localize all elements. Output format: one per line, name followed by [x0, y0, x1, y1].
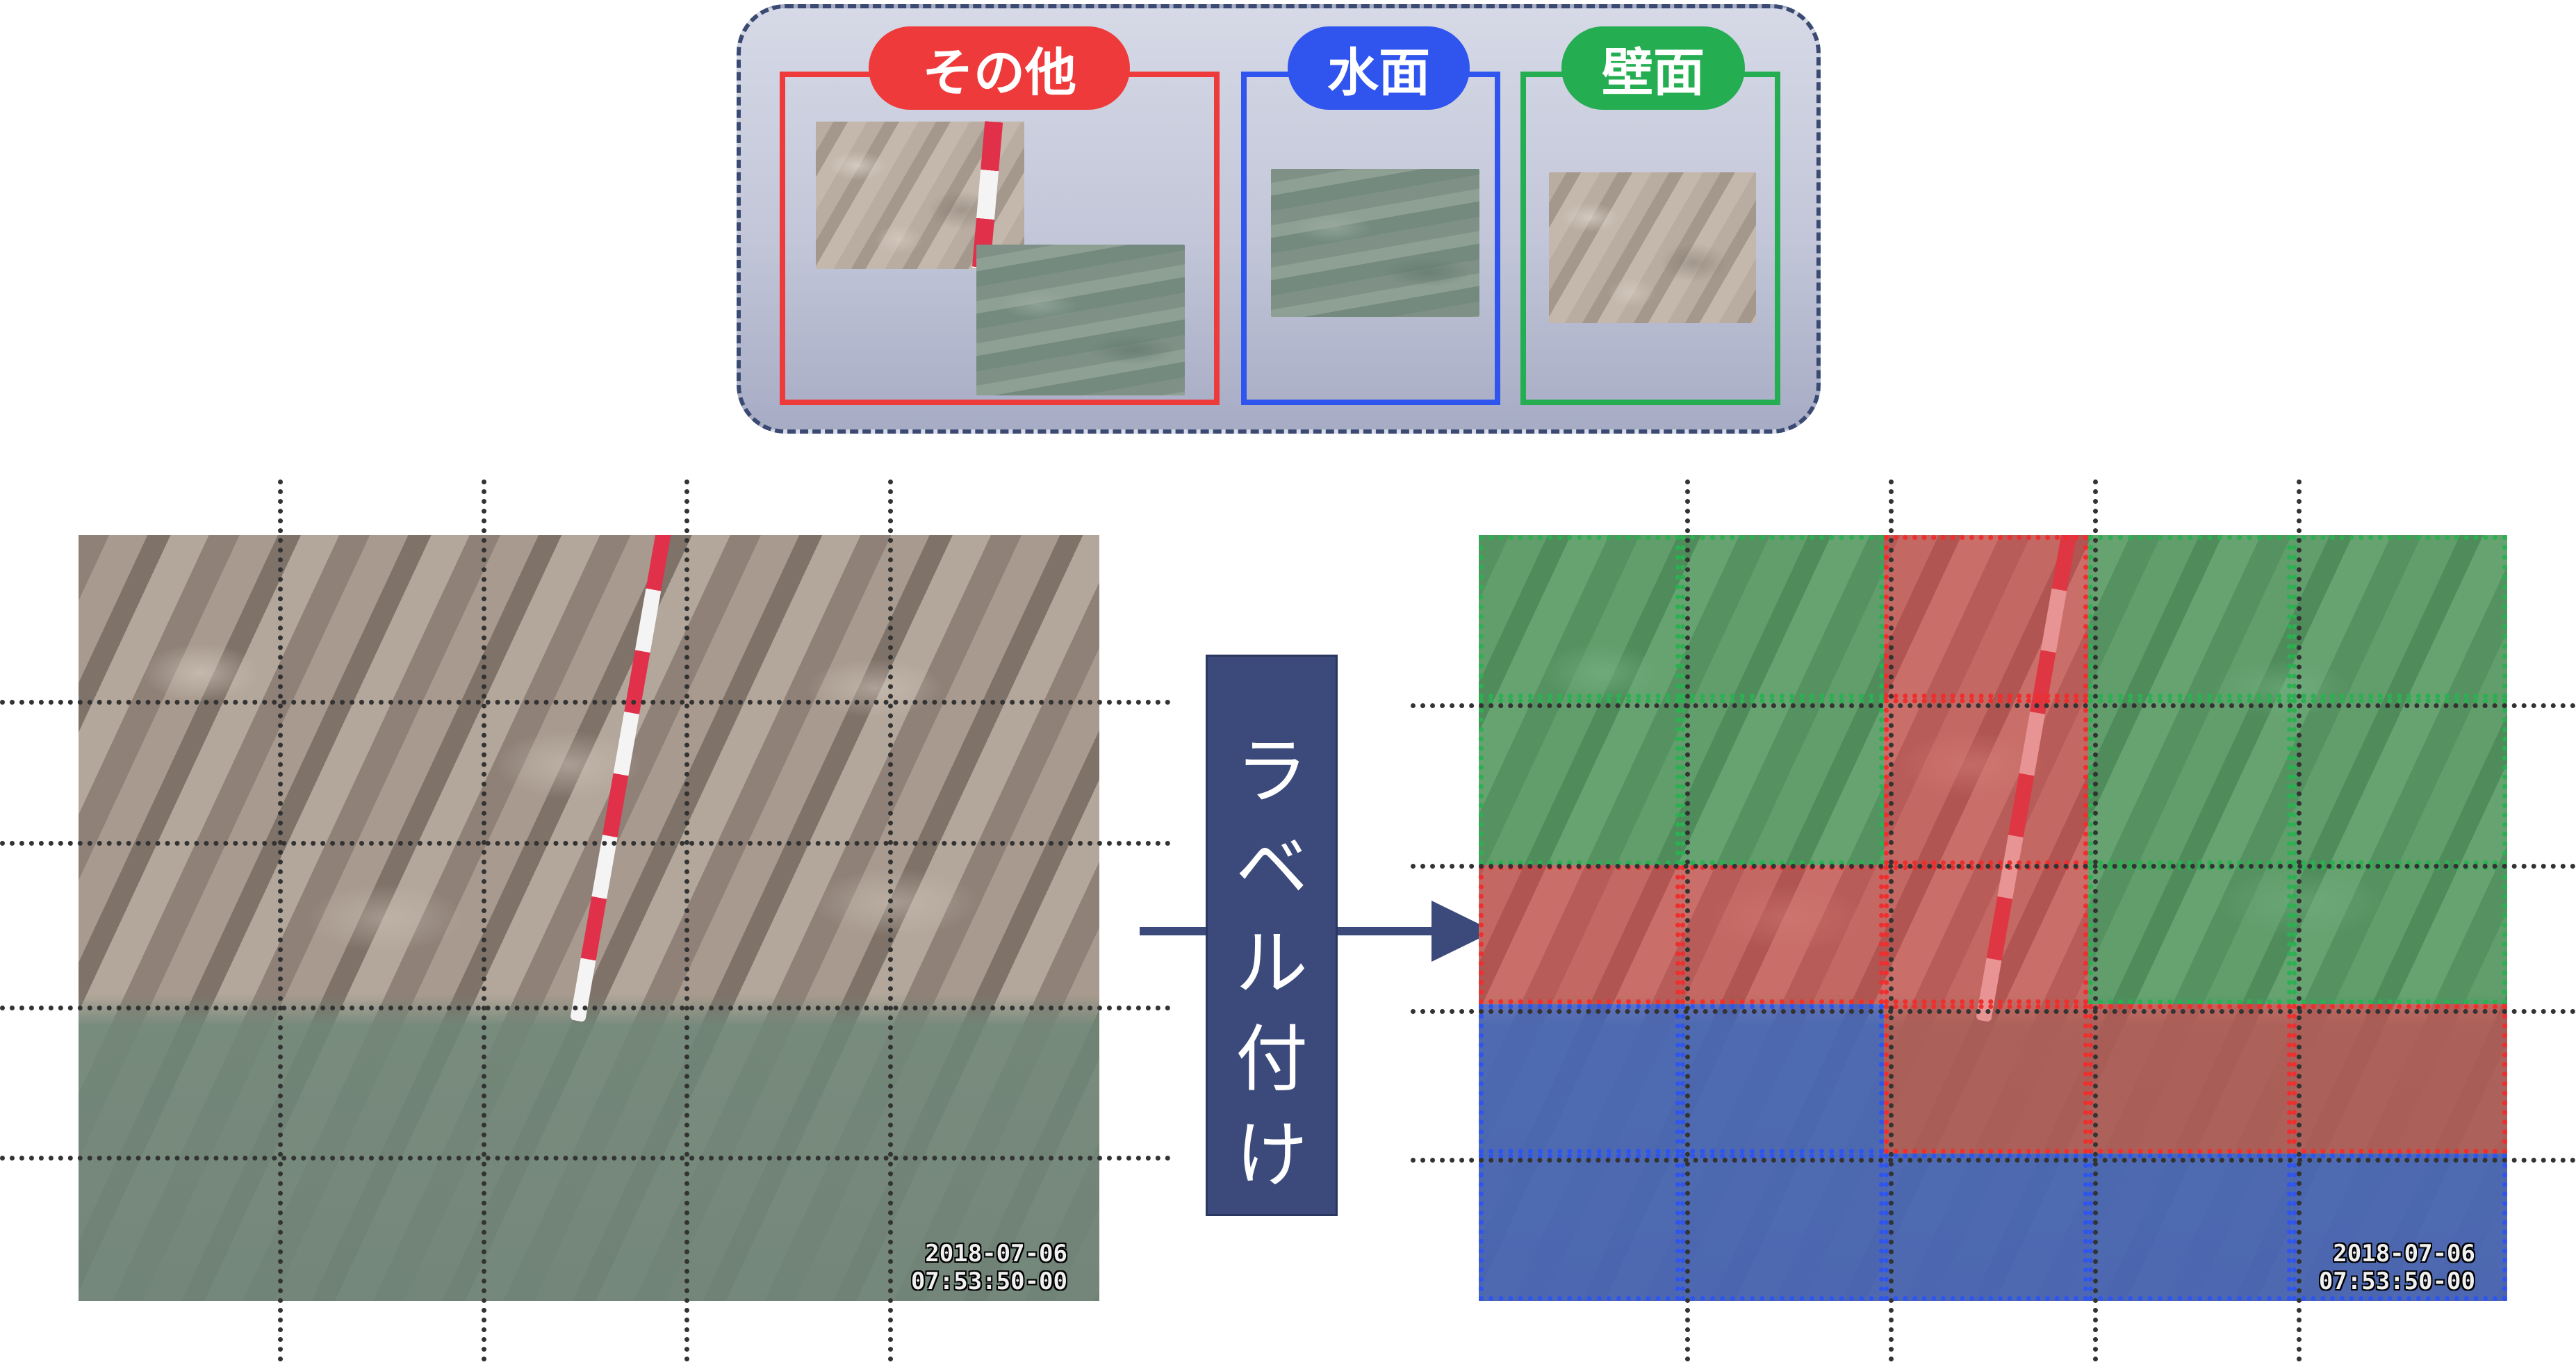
label-char: ル — [1235, 921, 1308, 1006]
label-cell-water — [2088, 1154, 2292, 1301]
label-cell-other — [1680, 865, 1884, 1004]
grid-hline — [0, 1156, 1171, 1161]
grid-vline — [684, 479, 689, 1362]
grid-hline — [0, 841, 1171, 846]
label-char: ラ — [1235, 729, 1308, 814]
grid-hline — [1411, 703, 2576, 708]
grid-hline — [1411, 1009, 2576, 1014]
label-char: け — [1235, 1113, 1308, 1197]
label-cell-water — [1479, 1004, 1680, 1154]
grid-vline — [1685, 479, 1690, 1362]
grid-vline — [2297, 479, 2302, 1362]
label-cell-wall — [1479, 698, 1680, 865]
grid-vline — [2093, 479, 2098, 1362]
original-photo: 2018-07-06 07:53:50-00 — [79, 535, 1099, 1301]
label-cell-wall — [2292, 865, 2507, 1004]
grid-vline — [482, 479, 486, 1362]
legend-sample-other-water — [976, 245, 1185, 395]
grid-vline — [1889, 479, 1894, 1362]
photo-timestamp: 2018-07-06 07:53:50-00 — [2319, 1240, 2475, 1295]
label-cell-wall — [2292, 535, 2507, 698]
label-cell-wall — [1680, 698, 1884, 865]
legend-sample-water — [1271, 169, 1479, 317]
label-char: ベ — [1235, 825, 1308, 910]
label-char: 付 — [1235, 1017, 1308, 1101]
grid-hline — [1411, 864, 2576, 869]
legend-label-wall: 壁面 — [1561, 26, 1745, 110]
label-cell-other — [1479, 865, 1680, 1004]
timestamp-time: 07:53:50-00 — [2318, 1268, 2475, 1295]
label-cell-other — [2292, 1004, 2507, 1154]
label-cell-wall — [2088, 535, 2292, 698]
label-cell-wall — [2292, 698, 2507, 865]
label-cell-other — [1884, 865, 2088, 1004]
grid-vline — [278, 479, 283, 1362]
label-cell-water — [2292, 1154, 2507, 1301]
label-cell-water — [1680, 1154, 1884, 1301]
grid-hline — [0, 700, 1171, 705]
label-cell-water — [1680, 1004, 1884, 1154]
label-cell-other — [1884, 698, 2088, 865]
label-cell-wall — [2088, 698, 2292, 865]
grid-hline — [0, 1006, 1171, 1010]
label-cell-other — [1884, 535, 2088, 698]
label-cell-wall — [1479, 535, 1680, 698]
photo-timestamp: 2018-07-06 07:53:50-00 — [911, 1240, 1067, 1295]
label-cell-other — [1884, 1004, 2088, 1154]
labeled-photo: 2018-07-06 07:53:50-00 — [1479, 535, 2507, 1301]
legend-label-other: その他 — [869, 26, 1130, 110]
timestamp-date: 2018-07-06 — [925, 1240, 1067, 1268]
label-cell-water — [1884, 1154, 2088, 1301]
legend-sample-wall — [1549, 172, 1756, 323]
grid-hline — [1411, 1158, 2576, 1163]
label-cell-other — [2088, 1004, 2292, 1154]
legend-label-water: 水面 — [1288, 26, 1470, 110]
timestamp-date: 2018-07-06 — [2333, 1240, 2475, 1268]
label-cell-water — [1479, 1154, 1680, 1301]
label-cell-wall — [2088, 865, 2292, 1004]
labeling-box: ラ ベ ル 付 け — [1206, 655, 1338, 1216]
label-cell-wall — [1680, 535, 1884, 698]
timestamp-time: 07:53:50-00 — [910, 1268, 1067, 1295]
grid-vline — [888, 479, 893, 1362]
